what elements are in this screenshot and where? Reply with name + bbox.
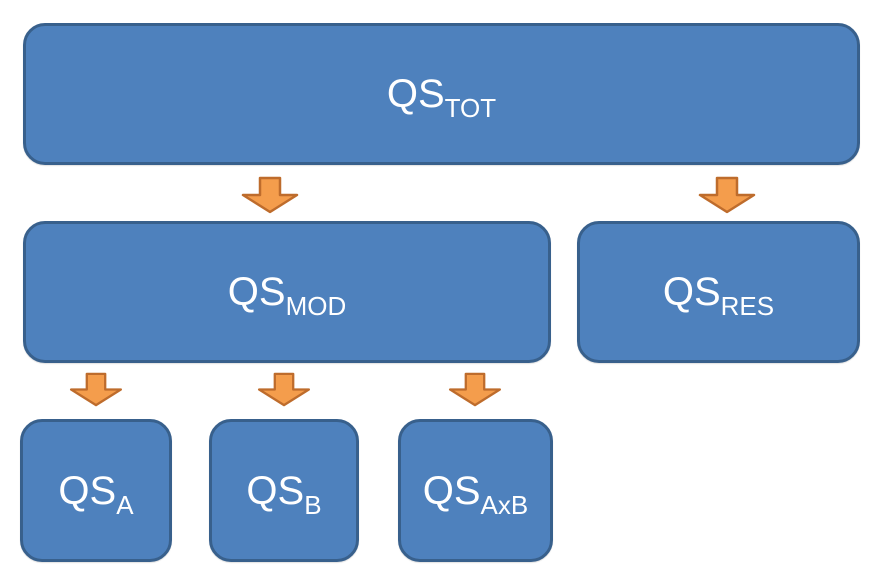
node-box-qs-a: QSA [20, 419, 172, 562]
node-label-subscript: MOD [285, 291, 347, 321]
block-arrow-down-icon [698, 176, 756, 214]
node-label-subscript: B [304, 489, 322, 520]
node-label-subscript: TOT [444, 93, 497, 123]
block-arrow-down-icon [241, 176, 299, 214]
node-label-main: QS [386, 72, 445, 116]
node-label-subscript: AxB [480, 489, 529, 520]
node-box-qs-res: QSRES [577, 221, 860, 363]
node-label-qs-mod: QSMOD [227, 270, 346, 319]
node-label-main: QS [662, 270, 721, 314]
node-label-qs-axb: QSAxB [422, 468, 528, 518]
node-label-qs-tot: QSTOT [386, 72, 496, 121]
node-box-qs-axb: QSAxB [398, 419, 553, 562]
node-box-qs-mod: QSMOD [23, 221, 551, 363]
node-label-qs-res: QSRES [662, 270, 774, 319]
node-label-main: QS [58, 468, 117, 513]
node-box-qs-b: QSB [209, 419, 359, 562]
block-arrow-down-icon [257, 372, 311, 407]
node-label-subscript: RES [720, 291, 775, 321]
node-label-qs-b: QSB [246, 468, 321, 518]
node-label-main: QS [227, 270, 286, 314]
node-label-main: QS [422, 468, 481, 513]
node-label-main: QS [246, 468, 305, 513]
node-label-qs-a: QSA [58, 468, 133, 518]
node-box-qs-tot: QSTOT [23, 23, 860, 165]
block-arrow-down-icon [69, 372, 123, 407]
block-arrow-down-icon [448, 372, 502, 407]
node-label-subscript: A [116, 489, 134, 520]
